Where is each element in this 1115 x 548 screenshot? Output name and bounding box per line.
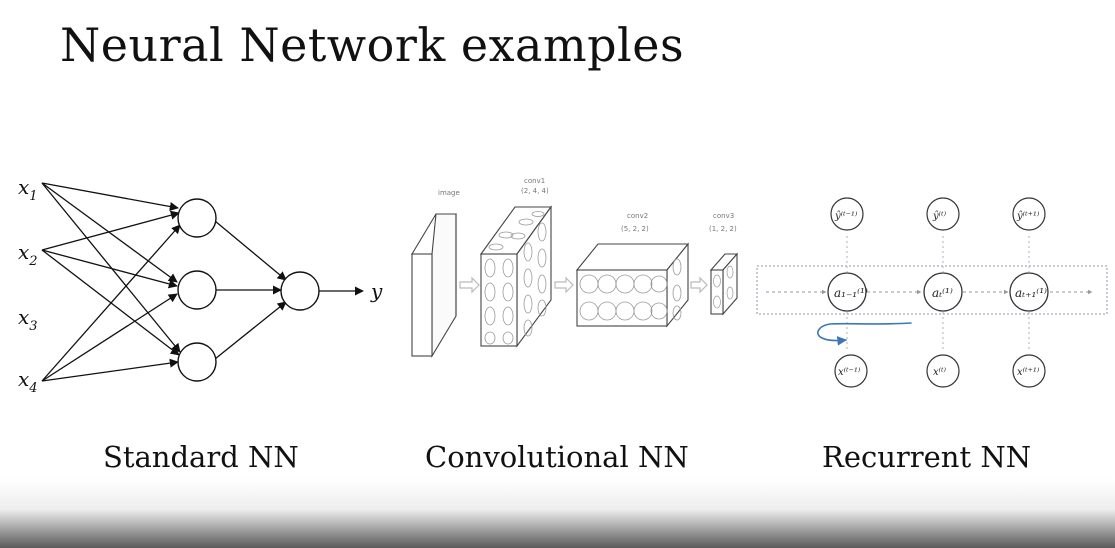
- cnn-arrow-2: [554, 276, 574, 294]
- svg-text:x3: x3: [18, 305, 38, 334]
- convolutional-nn: image conv1 (2, 4, 4) conv2 (5, 2, 2) co…: [411, 177, 739, 358]
- rnn-output-label-3: ŷ⁽ᵗ⁺¹⁾: [1016, 211, 1040, 222]
- rnn-hidden-node-3: [1009, 272, 1049, 312]
- rnn-output-node-2: [926, 197, 960, 231]
- cnn-conv3-kernels: [713, 265, 734, 309]
- cnn-label-conv3-dims: (1, 2, 2): [709, 225, 737, 233]
- hidden-neuron-1: [177, 198, 217, 238]
- svg-text:x1: x1: [18, 175, 38, 204]
- cnn-label-conv2-dims: (5, 2, 2): [621, 225, 649, 233]
- input-label-x4: x4: [18, 367, 38, 396]
- video-bottom-gradient: [0, 478, 1115, 548]
- output-label-y: y: [370, 279, 383, 303]
- svg-text:x4: x4: [18, 367, 38, 396]
- caption-standard-nn: Standard NN: [103, 440, 299, 474]
- cnn-conv1-kernels: [484, 211, 547, 345]
- rnn-hidden-label-3: aₜ₊₁⁽¹⁾: [1015, 286, 1047, 300]
- cnn-conv2-kernels: [579, 258, 682, 321]
- recurrent-nn: ŷ⁽ᵗ⁻¹⁾ ŷ⁽ᵗ⁾ ŷ⁽ᵗ⁺¹⁾ a₁₋₁⁽¹⁾ aₜ⁽¹⁾ aₜ₊₁…: [756, 197, 1108, 388]
- cnn-label-conv2: conv2: [627, 212, 648, 220]
- rnn-input-node-1: [834, 354, 868, 388]
- cnn-conv3-volume: [709, 252, 739, 316]
- rnn-hidden-label-1: a₁₋₁⁽¹⁾: [834, 286, 868, 300]
- input-label-x1: x1: [18, 175, 38, 204]
- input-label-x2: x2: [18, 240, 38, 269]
- rnn-backprop-annotation-arrow: [817, 322, 912, 346]
- rnn-input-node-2: [926, 354, 960, 388]
- rnn-hidden-node-1: [827, 272, 867, 312]
- input-label-x3: x3: [18, 305, 38, 334]
- cnn-image-layer: [411, 213, 457, 358]
- cnn-label-image: image: [438, 189, 460, 197]
- rnn-input-label-1: x⁽ᵗ⁻¹⁾: [838, 367, 861, 378]
- rnn-input-node-3: [1012, 354, 1046, 388]
- cnn-conv2-volume: [575, 242, 690, 328]
- cnn-label-conv1: conv1: [524, 177, 545, 185]
- cnn-label-conv3: conv3: [713, 212, 734, 220]
- rnn-output-label-1: ŷ⁽ᵗ⁻¹⁾: [834, 211, 858, 222]
- caption-convolutional-nn: Convolutional NN: [425, 440, 689, 474]
- cnn-arrow-1: [459, 276, 480, 294]
- rnn-dotted-box: [756, 265, 1108, 315]
- rnn-input-label-2: x⁽ᵗ⁾: [933, 367, 947, 378]
- rnn-output-node-3: [1012, 197, 1046, 231]
- slide-title: Neural Network examples: [60, 18, 685, 72]
- hidden-neuron-3: [177, 342, 217, 382]
- input-hidden-edges: [41, 182, 181, 382]
- output-neuron: [280, 271, 320, 311]
- rnn-output-label-2: ŷ⁽ᵗ⁾: [932, 211, 947, 222]
- rnn-input-label-3: x⁽ᵗ⁺¹⁾: [1017, 367, 1040, 378]
- rnn-output-node-1: [830, 197, 864, 231]
- hidden-output-edges: [214, 220, 287, 360]
- standard-nn: x1 x2 x3 x4: [18, 175, 383, 396]
- svg-text:x2: x2: [18, 240, 38, 269]
- rnn-vertical-edges: [846, 236, 1030, 352]
- hidden-neuron-2: [177, 270, 217, 310]
- rnn-hidden-label-2: aₜ⁽¹⁾: [932, 286, 953, 300]
- rnn-hidden-node-2: [923, 272, 963, 312]
- cnn-arrow-3: [690, 276, 708, 294]
- cnn-label-conv1-dims: (2, 4, 4): [521, 187, 549, 195]
- caption-recurrent-nn: Recurrent NN: [822, 440, 1032, 474]
